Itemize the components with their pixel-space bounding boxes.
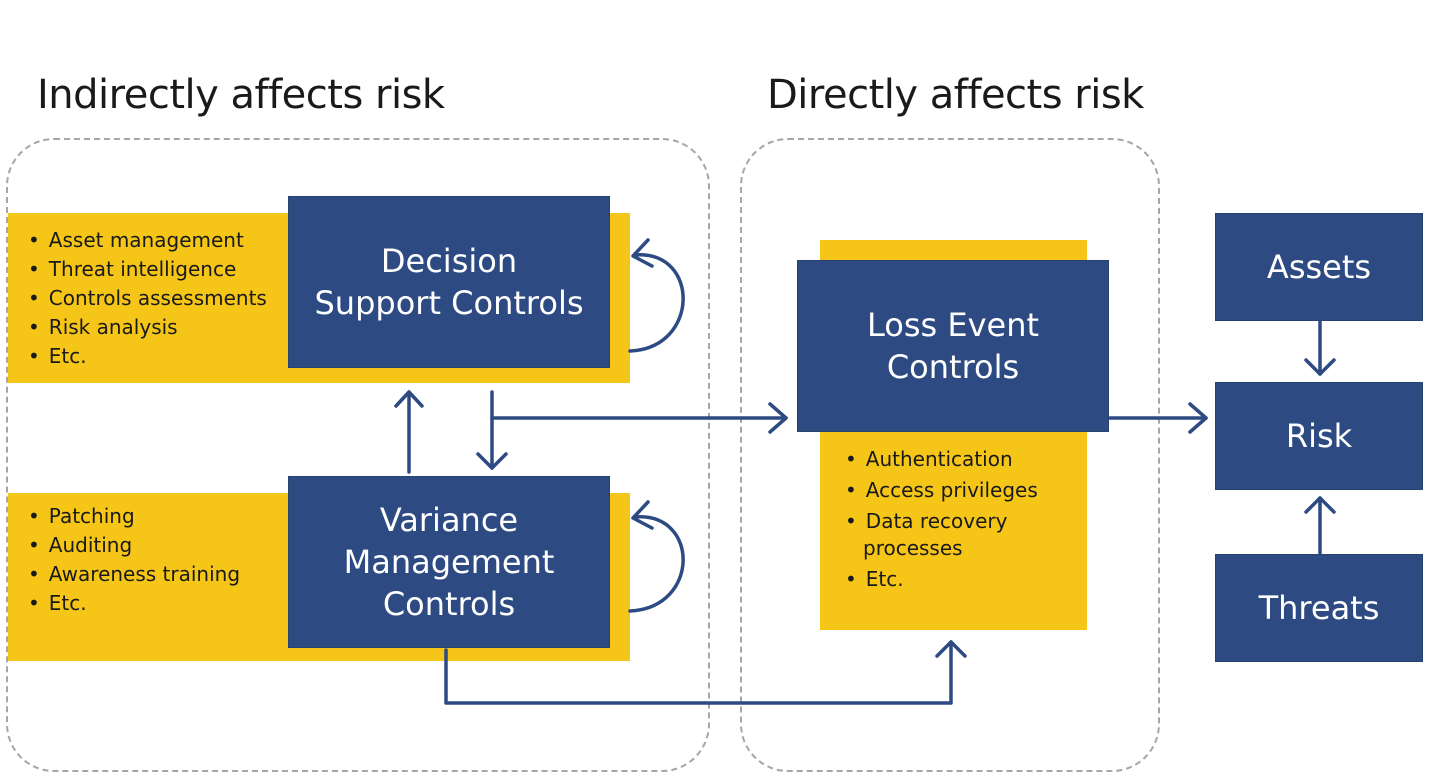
list-item: Access privileges	[845, 477, 1045, 504]
decision-support-to-variance-arrowhead	[476, 452, 508, 470]
list-item: Risk analysis	[28, 313, 267, 342]
variance-title-line1: Variance	[379, 501, 519, 539]
list-item: Etc.	[845, 566, 1045, 593]
decision-support-examples-list: Asset management Threat intelligence Con…	[28, 226, 267, 371]
loss-event-title-line2: Controls	[886, 348, 1020, 386]
assets-label: Assets	[1266, 248, 1372, 286]
decision-support-feedback-loop-arrowhead	[631, 238, 654, 268]
list-item: Patching	[28, 502, 240, 531]
decision-support-controls-box: Decision Support Controls	[288, 196, 610, 368]
loss-event-controls-box: Loss Event Controls	[797, 260, 1109, 432]
variance-management-controls-box: Variance Management Controls	[288, 476, 610, 648]
variance-to-decision-support-arrowhead	[394, 390, 424, 408]
list-item: Threat intelligence	[28, 255, 267, 284]
direct-region	[740, 138, 1160, 772]
variance-management-examples-list: Patching Auditing Awareness training Etc…	[28, 502, 240, 618]
loss-event-title-line1: Loss Event	[866, 306, 1040, 344]
indirect-heading: Indirectly affects risk	[37, 72, 445, 118]
assets-box: Assets	[1215, 213, 1423, 321]
decision-support-title-line2: Support Controls	[314, 284, 584, 322]
list-item: Etc.	[28, 342, 267, 371]
threats-label: Threats	[1258, 589, 1380, 627]
list-item: Data recovery processes	[845, 508, 1045, 562]
risk-label: Risk	[1285, 417, 1353, 455]
variance-title-line3: Controls	[382, 585, 516, 623]
indirect-region	[6, 138, 710, 772]
list-item: Asset management	[28, 226, 267, 255]
list-item: Authentication	[845, 446, 1045, 473]
variance-feedback-loop-arrow	[628, 515, 685, 613]
threats-to-risk-arrowhead	[1304, 496, 1336, 514]
list-item: Auditing	[28, 531, 240, 560]
decision-support-title-line1: Decision	[380, 242, 518, 280]
list-item: Awareness training	[28, 560, 240, 589]
direct-heading: Directly affects risk	[767, 72, 1144, 118]
loss-event-examples-list: Authentication Access privileges Data re…	[845, 446, 1045, 593]
threats-box: Threats	[1215, 554, 1423, 662]
list-item: Controls assessments	[28, 284, 267, 313]
list-item: Etc.	[28, 589, 240, 618]
risk-box: Risk	[1215, 382, 1423, 490]
loss-event-to-risk-arrowhead	[1188, 402, 1208, 434]
variance-to-loss-event-arrow	[444, 640, 953, 705]
decision-support-to-loss-event-arrowhead	[768, 402, 788, 434]
variance-title-line2: Management	[343, 543, 555, 581]
variance-feedback-loop-arrowhead	[631, 500, 654, 530]
decision-support-feedback-loop-arrow	[628, 253, 685, 353]
variance-to-loss-event-arrowhead	[935, 640, 967, 658]
assets-to-risk-arrowhead	[1304, 358, 1336, 376]
